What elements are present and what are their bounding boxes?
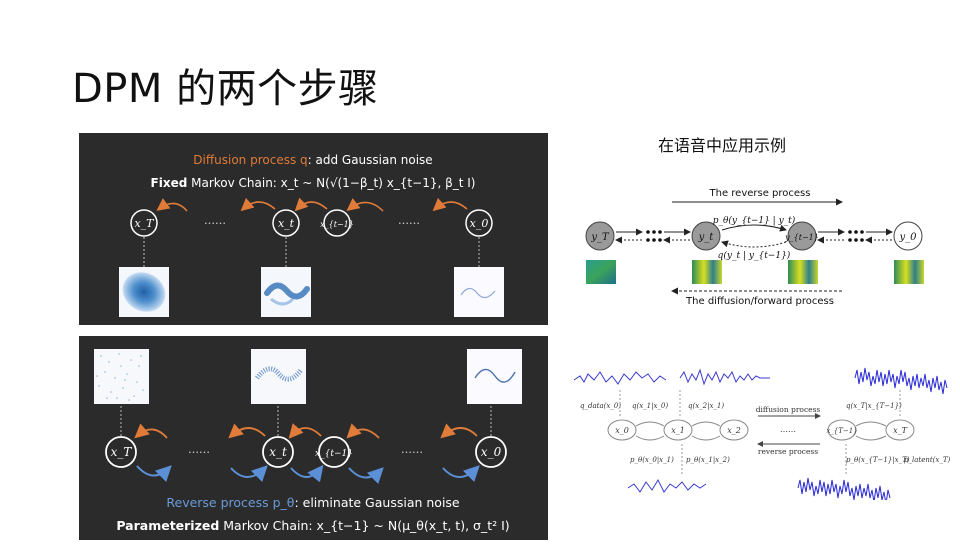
forward-thumb-moons <box>261 267 311 317</box>
forward-heading-rest: : add Gaussian noise <box>308 153 433 167</box>
reverse-node-x0: x_0 <box>475 436 507 468</box>
reverse-thumb-clean <box>467 349 522 404</box>
audio-node-x2: x_2 <box>727 426 741 435</box>
speech-node-yT: y_T <box>585 221 615 251</box>
speech-diffusion-figure: The reverse process y_T y_t y_{t−1} y_0 <box>580 180 940 310</box>
svg-text:x_{t−1}: x_{t−1} <box>320 220 354 229</box>
label-q-x2-x1: q(x_2|x_1) <box>688 402 724 410</box>
forward-thumb-noise <box>119 267 169 317</box>
svg-text:y_T: y_T <box>590 232 610 243</box>
speech-node-y0: y_0 <box>893 221 923 251</box>
reverse-orange-arrows <box>134 423 478 439</box>
waveform-noisy-top <box>679 368 770 386</box>
audio-node-xT: x_T <box>893 426 908 435</box>
svg-text:y_{t−1}: y_{t−1} <box>784 233 819 242</box>
forward-chain-rest: Markov Chain: x_t ~ N(√(1−β_t) x_{t−1}, … <box>187 176 475 190</box>
label-p-xT-1-xT: p_θ(x_{T−1}|x_T) <box>846 456 910 464</box>
reverse-ellipsis-right: …… <box>401 443 423 456</box>
reverse-chain-rest: Markov Chain: x_{t−1} ~ N(μ_θ(x_t, t), σ… <box>219 518 509 533</box>
svg-text:x_0: x_0 <box>470 217 489 230</box>
reverse-node-xt-1: x_{t−1} <box>315 436 353 468</box>
reverse-node-xt: x_t <box>262 436 294 468</box>
forward-node-xt: x_t <box>272 209 300 237</box>
label-q-xT: q(x_T|x_{T−1}) <box>846 402 902 410</box>
reverse-ellipsis-left: …… <box>188 443 210 456</box>
label-q-data: q_data(x_0) <box>580 402 621 410</box>
svg-text:Diffusion process q: add Gauss: Diffusion process q: add Gaussian noise <box>193 153 432 167</box>
svg-text:x_T: x_T <box>111 445 133 459</box>
slide-title: DPM 的两个步骤 <box>72 66 379 112</box>
spectrogram-yt-1 <box>788 260 818 284</box>
reverse-thumb-noise <box>94 349 149 404</box>
forward-thumb-clean <box>454 267 504 317</box>
spectrogram-y0 <box>894 260 924 284</box>
label-p-latent: p_latent(x_T) <box>904 456 951 464</box>
forward-ellipsis-left: …… <box>204 214 226 227</box>
reverse-heading-rest: : eliminate Gaussian noise <box>294 495 459 510</box>
svg-text:x_0: x_0 <box>481 445 502 459</box>
speech-node-yt: y_t <box>691 221 721 251</box>
svg-text:x_{t−1}: x_{t−1} <box>315 449 353 459</box>
audio-node-x0: x_0 <box>615 426 629 435</box>
spectrogram-yt <box>692 260 722 284</box>
waveform-clean-top <box>573 371 667 385</box>
waveform-noise-top-right <box>854 367 948 395</box>
forward-ellipsis-right: …… <box>398 214 420 227</box>
spectrogram-noise-left <box>586 260 616 284</box>
svg-text:y_0: y_0 <box>898 232 917 243</box>
audio-mid-dots: …… <box>780 425 796 434</box>
forward-heading-colored: Diffusion process q <box>193 153 307 167</box>
forward-arrows <box>156 197 468 212</box>
speech-q-label: q(y_t | y_{t−1}) <box>718 250 791 261</box>
reverse-process-label: The reverse process <box>709 188 811 199</box>
reverse-chain-bold: Parameterized <box>116 518 219 533</box>
forward-chain-bold: Fixed <box>151 176 188 190</box>
reverse-node-xT: x_T <box>105 436 137 468</box>
label-reverse-process: reverse process <box>758 447 818 456</box>
forward-node-x0: x_0 <box>465 209 493 237</box>
forward-node-xt-1: x_{t−1} <box>320 209 354 237</box>
reverse-heading-colored: Reverse process p_θ <box>166 495 294 510</box>
forward-process-panel: Diffusion process q: add Gaussian noise … <box>79 133 548 325</box>
reverse-process-panel: x_T x_t x_{t−1} x_0 …… …… <box>79 336 548 540</box>
svg-text:y_t: y_t <box>698 232 715 243</box>
speech-p-label: p_θ(y_{t−1} | y_t) <box>713 215 796 226</box>
audio-node-x1: x_1 <box>671 426 685 435</box>
speech-node-yt-1: y_{t−1} <box>784 221 819 251</box>
svg-text:x_t: x_t <box>269 445 287 459</box>
speech-caption: 在语音中应用示例 <box>658 136 787 155</box>
reverse-blue-arrows <box>136 464 480 485</box>
label-diffusion-process: diffusion process <box>756 405 821 414</box>
waveform-clean-bottom <box>627 478 707 493</box>
svg-text:x_t: x_t <box>278 217 295 230</box>
svg-text:Parameterized Markov Chain: x_: Parameterized Markov Chain: x_{t−1} ~ N(… <box>116 518 509 533</box>
forward-process-label: The diffusion/forward process <box>685 296 834 307</box>
audio-diffusion-figure: q_data(x_0) q(x_1|x_0) q(x_2|x_1) q(x_T|… <box>570 360 955 505</box>
label-q-x1-x0: q(x_1|x_0) <box>632 402 668 410</box>
reverse-thumb-moons <box>251 349 306 404</box>
svg-text:Fixed Markov Chain: x_t ~ N(√(: Fixed Markov Chain: x_t ~ N(√(1−β_t) x_{… <box>151 176 476 190</box>
audio-node-xT-1: x_{T−1} <box>826 427 857 435</box>
waveform-noise-bottom <box>797 477 891 505</box>
svg-text:Reverse process p_θ: eliminate: Reverse process p_θ: eliminate Gaussian … <box>166 495 460 510</box>
label-p-x0-x1: p_θ(x_0|x_1) <box>630 456 674 464</box>
forward-node-xT: x_T <box>130 209 158 237</box>
label-p-x1-x2: p_θ(x_1|x_2) <box>686 456 730 464</box>
svg-text:x_T: x_T <box>134 217 155 230</box>
